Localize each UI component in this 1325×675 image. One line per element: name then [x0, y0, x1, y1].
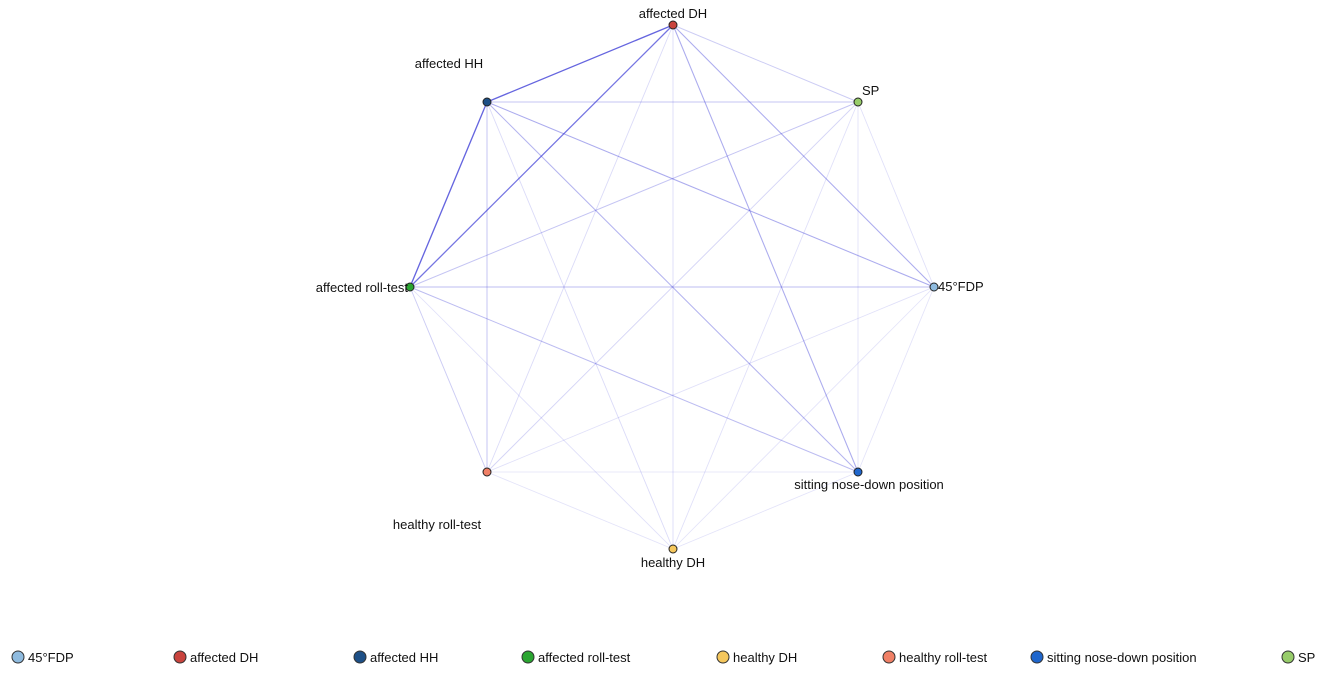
- edge-affected-roll-sitting: [409, 286, 859, 473]
- edge-sp-fdp45: [857, 101, 935, 288]
- edge-affected-hh-healthy-dh: [486, 101, 674, 550]
- edge-affected-dh-fdp45: [672, 24, 935, 288]
- legend-swatch: [173, 650, 187, 664]
- legend-item-sitting-nose-down-position: sitting nose-down position: [1030, 650, 1197, 665]
- node-label-sitting: sitting nose-down position: [794, 477, 944, 492]
- edge-affected-dh-sitting: [672, 24, 859, 473]
- legend: 45°FDP affected DH affected HH affected rol…: [11, 650, 1315, 665]
- node-label-healthy-dh: healthy DH: [641, 555, 705, 570]
- legend-label: affected DH: [190, 650, 258, 665]
- legend-swatch: [11, 650, 25, 664]
- legend-item-affected-dh: affected DH: [173, 650, 258, 665]
- legend-label: healthy DH: [733, 650, 797, 665]
- legend-item-45-fdp: 45°FDP: [11, 650, 74, 665]
- legend-swatch: [521, 650, 535, 664]
- legend-label: affected roll-test: [538, 650, 631, 665]
- legend-swatch: [1030, 650, 1044, 664]
- legend-label: 45°FDP: [28, 650, 74, 665]
- network-node-labels: 45°FDP affected DH affected HH affected rol…: [316, 6, 984, 570]
- legend-swatch: [716, 650, 730, 664]
- edge-affected-roll-healthy-dh: [409, 286, 674, 550]
- edge-fdp45-healthy-dh: [672, 286, 935, 550]
- node-label-fdp45: 45°FDP: [938, 279, 984, 294]
- node-healthy-roll: [482, 467, 492, 477]
- legend-item-healthy-dh: healthy DH: [716, 650, 797, 665]
- node-sitting: [853, 467, 863, 477]
- node-label-affected-roll: affected roll-test: [316, 280, 409, 295]
- edge-sp-healthy-roll: [486, 101, 859, 473]
- edge-fdp45-healthy-roll: [486, 286, 935, 473]
- node-label-affected-dh: affected DH: [639, 6, 707, 21]
- legend-item-affected-hh: affected HH: [353, 650, 438, 665]
- legend-label: healthy roll-test: [899, 650, 988, 665]
- edge-sitting-healthy-dh: [672, 471, 859, 550]
- legend-swatch: [882, 650, 896, 664]
- edge-affected-dh-sp: [672, 24, 859, 103]
- node-affected-roll: [405, 282, 415, 292]
- edge-sp-healthy-dh: [672, 101, 859, 550]
- legend-item-sp: SP: [1281, 650, 1315, 665]
- edge-affected-hh-affected-roll: [409, 101, 488, 288]
- node-affected-dh: [668, 20, 678, 30]
- legend-swatch: [1281, 650, 1295, 664]
- legend-label: affected HH: [370, 650, 438, 665]
- edge-healthy-dh-healthy-roll: [486, 471, 674, 550]
- node-affected-hh: [482, 97, 492, 107]
- edge-affected-hh-fdp45: [486, 101, 935, 288]
- legend-swatch: [353, 650, 367, 664]
- legend-label: sitting nose-down position: [1047, 650, 1197, 665]
- node-label-affected-hh: affected HH: [415, 56, 483, 71]
- legend-item-healthy-roll-test: healthy roll-test: [882, 650, 988, 665]
- network-nodes: [405, 20, 939, 554]
- node-sp: [853, 97, 863, 107]
- node-fdp45: [929, 282, 939, 292]
- node-healthy-dh: [668, 544, 678, 554]
- node-label-healthy-roll: healthy roll-test: [393, 517, 482, 532]
- node-label-sp: SP: [862, 83, 879, 98]
- edge-affected-dh-affected-hh: [486, 24, 674, 103]
- legend-label: SP: [1298, 650, 1315, 665]
- edge-affected-roll-sp: [409, 101, 859, 288]
- network-edges: [409, 24, 935, 550]
- edge-affected-hh-sitting: [486, 101, 859, 473]
- edge-affected-dh-affected-roll: [409, 24, 674, 288]
- edge-affected-dh-healthy-roll: [486, 24, 674, 473]
- legend-item-affected-roll-test: affected roll-test: [521, 650, 631, 665]
- edge-affected-roll-healthy-roll: [409, 286, 488, 473]
- edge-fdp45-sitting: [857, 286, 935, 473]
